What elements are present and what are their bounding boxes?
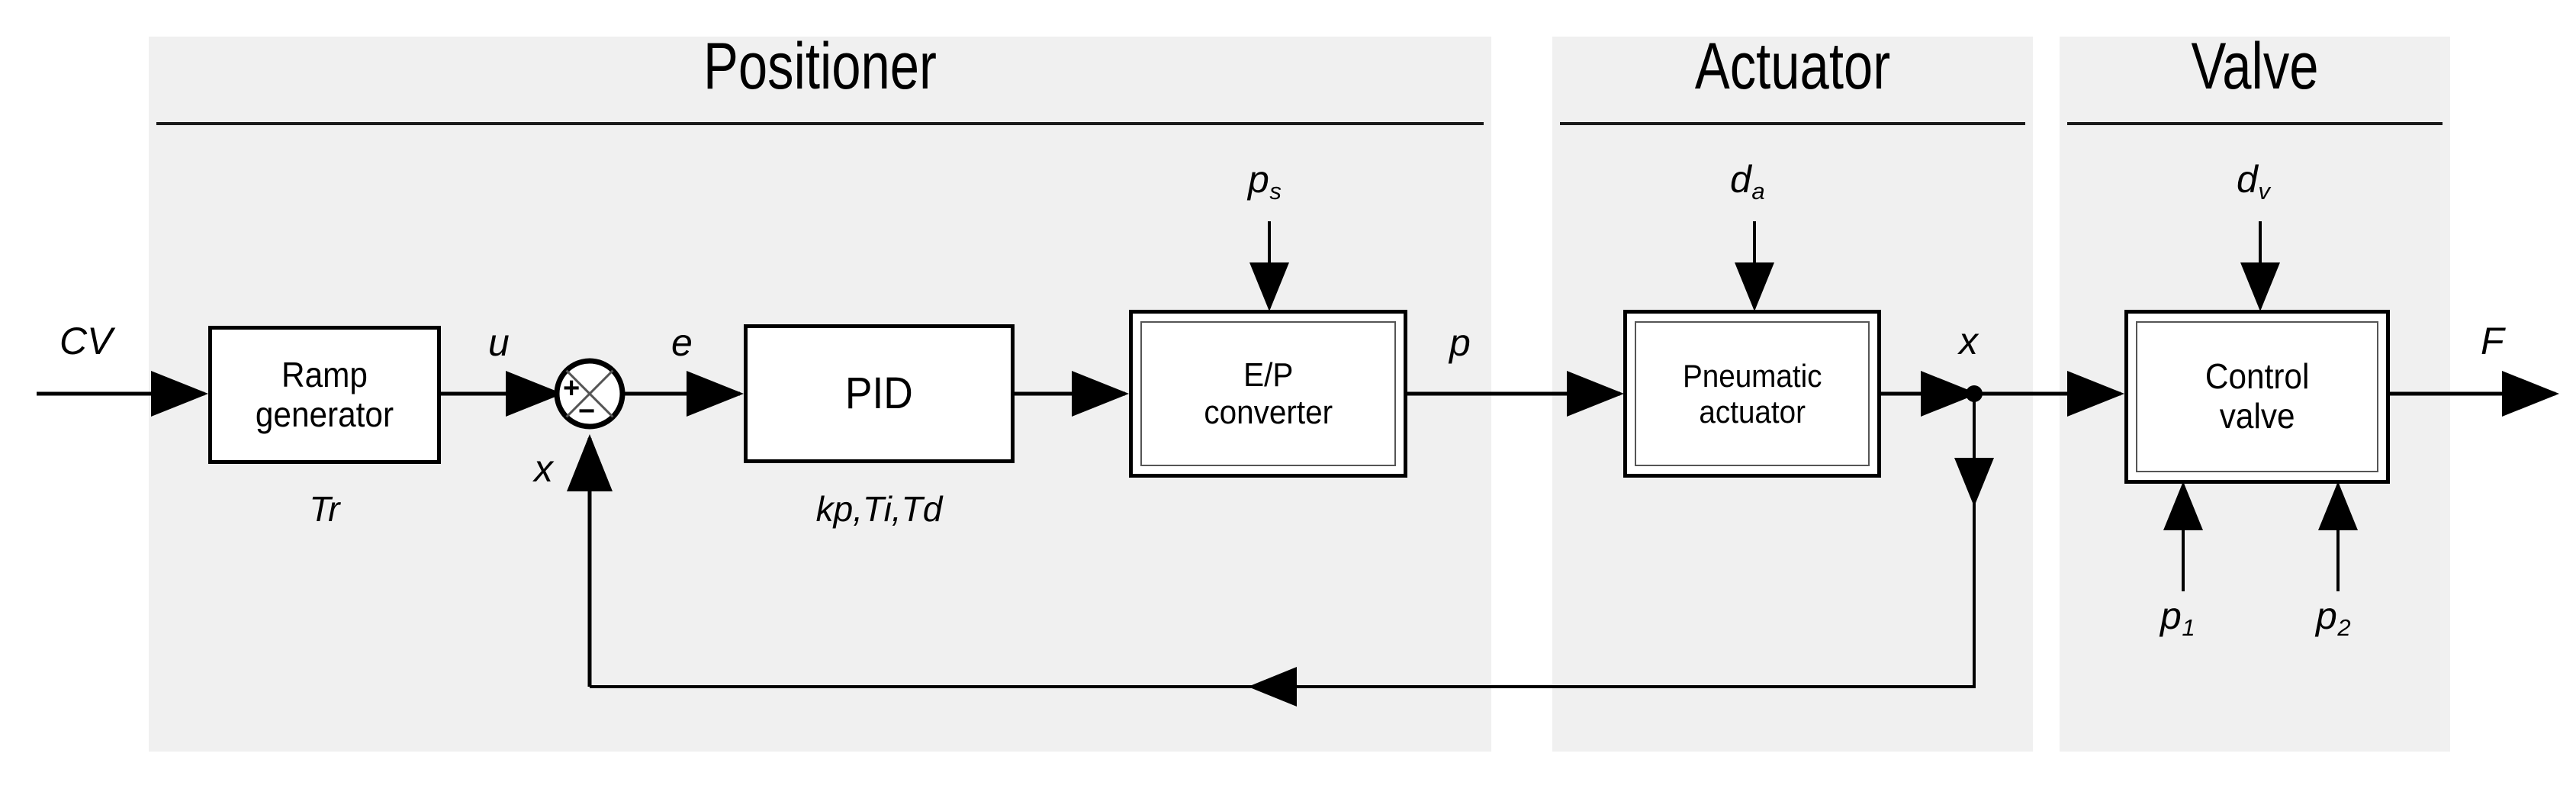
label-x-stem: x (1959, 320, 1978, 362)
label-u: u (488, 321, 510, 364)
block-control-valve-inner: Control valve (2136, 321, 2378, 472)
block-ramp-generator-label: Ramp generator (255, 354, 394, 434)
label-x-feedback: x (534, 447, 553, 490)
block-control-valve-label: Control valve (2205, 356, 2310, 436)
label-p2-base: p (2316, 594, 2337, 637)
block-ramp-generator[interactable]: Ramp generator (208, 326, 441, 464)
label-p: p (1449, 321, 1471, 364)
panel-rule-positioner (156, 122, 1484, 125)
block-ep-converter-label: E/P converter (1204, 356, 1333, 431)
label-p1: p1 (2160, 594, 2195, 641)
panel-title-valve: Valve (2191, 30, 2319, 103)
label-da: da (1730, 157, 1765, 204)
label-f-output: F (2481, 320, 2504, 362)
block-control-valve[interactable]: Control valve (2124, 310, 2390, 484)
label-ps: ps (1248, 157, 1282, 204)
block-ep-converter-inner: E/P converter (1140, 321, 1396, 466)
summing-minus-sign: − (578, 395, 596, 427)
label-cv: CV (59, 320, 113, 362)
summing-plus-sign: + (563, 372, 580, 404)
label-dv-base: d (2237, 158, 2258, 201)
label-p1-sub: 1 (2182, 613, 2195, 641)
panel-rule-valve (2067, 122, 2443, 125)
label-ps-base: p (1248, 158, 1269, 201)
block-pid[interactable]: PID (744, 324, 1015, 463)
label-e: e (671, 321, 693, 364)
label-p2-sub: 2 (2337, 613, 2351, 641)
label-p1-base: p (2160, 594, 2182, 637)
block-pneumatic-actuator-inner: Pneumatic actuator (1635, 321, 1870, 466)
label-pid-param: kp,Ti,Td (815, 489, 943, 529)
block-ep-converter[interactable]: E/P converter (1129, 310, 1407, 478)
label-ps-sub: s (1269, 177, 1282, 204)
label-dv-sub: v (2258, 177, 2270, 204)
label-da-sub: a (1751, 177, 1765, 204)
block-pid-label: PID (845, 368, 913, 418)
block-pneumatic-actuator-label: Pneumatic actuator (1682, 357, 1822, 430)
block-pneumatic-actuator[interactable]: Pneumatic actuator (1623, 310, 1881, 478)
label-dv: dv (2237, 157, 2270, 204)
panel-title-actuator: Actuator (1694, 30, 1891, 103)
label-da-base: d (1730, 158, 1751, 201)
panel-rule-actuator (1560, 122, 2025, 125)
panel-title-positioner: Positioner (703, 30, 937, 103)
label-ramp-param: Tr (309, 489, 340, 529)
label-p2: p2 (2316, 594, 2351, 641)
